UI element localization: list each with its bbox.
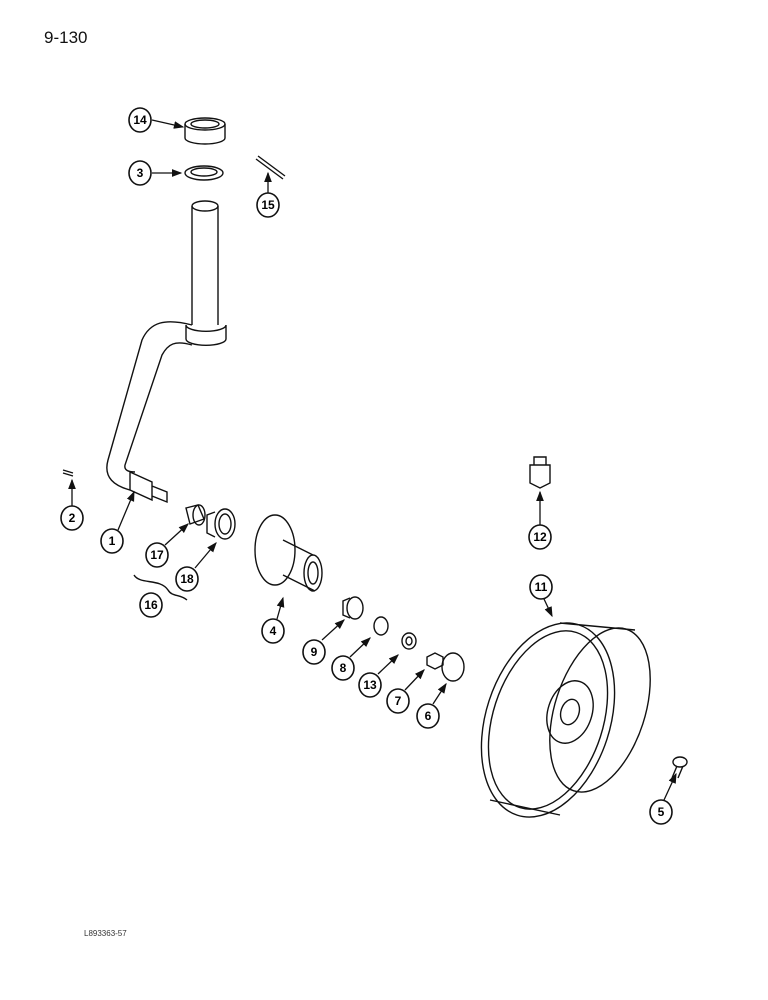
- callout-2: 2: [60, 505, 84, 531]
- callout-17: 17: [145, 542, 169, 568]
- callout-12: 12: [528, 524, 552, 550]
- part-bearing-cone-17: [185, 504, 206, 526]
- svg-text:7: 7: [395, 694, 402, 708]
- svg-text:17: 17: [150, 548, 164, 562]
- part-washer-3: [184, 165, 224, 181]
- part-bearing-cup-9: [342, 596, 364, 620]
- part-cotter-pin-2: [62, 469, 74, 477]
- part-spindle-1: [106, 200, 227, 504]
- callout-7: 7: [386, 688, 410, 714]
- callout-15: 15: [256, 192, 280, 218]
- svg-text:14: 14: [133, 113, 147, 127]
- callout-18: 18: [175, 566, 199, 592]
- svg-text:4: 4: [270, 624, 277, 638]
- page-number: 9-130: [44, 28, 88, 47]
- part-cap-6: [441, 652, 465, 682]
- svg-text:2: 2: [69, 511, 76, 525]
- svg-text:5: 5: [658, 805, 665, 819]
- svg-text:16: 16: [144, 598, 158, 612]
- svg-text:15: 15: [261, 198, 275, 212]
- svg-text:11: 11: [535, 580, 548, 594]
- callout-11: 11: [529, 574, 553, 600]
- callout-6: 6: [416, 703, 440, 729]
- svg-text:13: 13: [363, 678, 377, 692]
- svg-text:8: 8: [340, 661, 347, 675]
- callout-1: 1: [100, 528, 124, 554]
- part-pin-15: [255, 155, 286, 180]
- callout-16: 16: [139, 592, 163, 618]
- part-fitting-12: [529, 456, 551, 489]
- callout-3: 3: [128, 160, 152, 186]
- svg-text:3: 3: [137, 166, 144, 180]
- svg-text:6: 6: [425, 709, 432, 723]
- svg-text:12: 12: [533, 530, 547, 544]
- figure-reference: L893363-57: [84, 929, 127, 938]
- kit-brace-16: [133, 574, 188, 601]
- part-bearing-cone-8: [373, 616, 389, 636]
- callout-4: 4: [261, 618, 285, 644]
- part-bushing-14: [184, 117, 226, 145]
- callout-14: 14: [128, 107, 152, 133]
- part-washer-13: [401, 632, 417, 650]
- svg-text:1: 1: [109, 534, 116, 548]
- part-bolt-5: [671, 756, 688, 779]
- part-nut-7: [426, 652, 444, 670]
- part-hub-4: [254, 514, 323, 592]
- part-wheel-11: [480, 622, 651, 818]
- svg-text:9: 9: [311, 645, 318, 659]
- callout-8: 8: [331, 655, 355, 681]
- callouts: 14 3 15 2 1 17 18 16 4 9 8 13 7 6 12 11 …: [60, 107, 673, 825]
- callout-9: 9: [302, 639, 326, 665]
- callout-5: 5: [649, 799, 673, 825]
- part-bearing-cup-18: [206, 508, 236, 540]
- svg-text:18: 18: [180, 572, 194, 586]
- callout-13: 13: [358, 672, 382, 698]
